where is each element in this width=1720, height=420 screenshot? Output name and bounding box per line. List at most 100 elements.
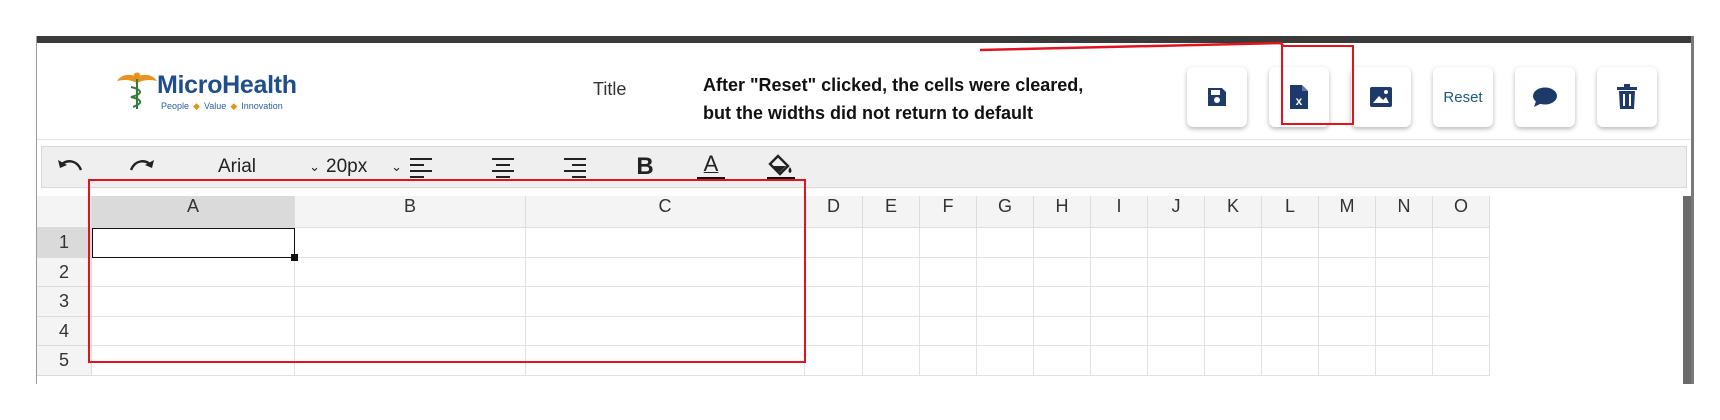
export-excel-button[interactable]: x <box>1269 67 1329 127</box>
cell-c4[interactable] <box>526 316 805 346</box>
cell-o4[interactable] <box>1433 316 1490 346</box>
cell-m1[interactable] <box>1319 228 1376 258</box>
cell-d3[interactable] <box>805 287 863 317</box>
cell-d2[interactable] <box>805 257 863 287</box>
cell-b3[interactable] <box>295 287 526 317</box>
delete-button[interactable] <box>1597 67 1657 127</box>
row-header-1[interactable]: 1 <box>37 228 92 258</box>
sheet-title[interactable]: Title <box>593 79 627 99</box>
cell-d5[interactable] <box>805 346 863 376</box>
redo-button[interactable] <box>122 147 162 187</box>
cell-b5[interactable] <box>295 346 526 376</box>
align-center-button[interactable] <box>488 147 518 187</box>
cell-a1[interactable] <box>92 228 295 258</box>
cell-n3[interactable] <box>1376 287 1433 317</box>
cell-f2[interactable] <box>920 257 977 287</box>
cell-l5[interactable] <box>1262 346 1319 376</box>
cell-j5[interactable] <box>1148 346 1205 376</box>
undo-button[interactable] <box>50 147 90 187</box>
cell-a3[interactable] <box>92 287 295 317</box>
cell-o3[interactable] <box>1433 287 1490 317</box>
cell-i4[interactable] <box>1091 316 1148 346</box>
column-header-d[interactable]: D <box>805 196 863 228</box>
cell-k3[interactable] <box>1205 287 1262 317</box>
cell-f1[interactable] <box>920 228 977 258</box>
cell-h1[interactable] <box>1034 228 1091 258</box>
cell-h3[interactable] <box>1034 287 1091 317</box>
cell-g1[interactable] <box>977 228 1034 258</box>
column-header-g[interactable]: G <box>977 196 1034 228</box>
cell-g3[interactable] <box>977 287 1034 317</box>
cell-e1[interactable] <box>863 228 920 258</box>
cell-m5[interactable] <box>1319 346 1376 376</box>
vertical-scrollbar[interactable] <box>1683 196 1691 384</box>
cell-a4[interactable] <box>92 316 295 346</box>
cell-n1[interactable] <box>1376 228 1433 258</box>
column-header-n[interactable]: N <box>1376 196 1433 228</box>
cell-o5[interactable] <box>1433 346 1490 376</box>
column-header-b[interactable]: B <box>295 196 526 228</box>
cell-k5[interactable] <box>1205 346 1262 376</box>
cell-g4[interactable] <box>977 316 1034 346</box>
row-header-4[interactable]: 4 <box>37 316 92 346</box>
cell-i1[interactable] <box>1091 228 1148 258</box>
cell-f3[interactable] <box>920 287 977 317</box>
cell-k2[interactable] <box>1205 257 1262 287</box>
align-right-button[interactable] <box>560 147 590 187</box>
cell-h2[interactable] <box>1034 257 1091 287</box>
cell-o2[interactable] <box>1433 257 1490 287</box>
column-header-c[interactable]: C <box>526 196 805 228</box>
cell-m3[interactable] <box>1319 287 1376 317</box>
fill-color-button[interactable] <box>764 147 798 187</box>
save-button[interactable] <box>1187 67 1247 127</box>
cell-k4[interactable] <box>1205 316 1262 346</box>
cell-m4[interactable] <box>1319 316 1376 346</box>
select-all-corner[interactable] <box>37 196 92 228</box>
cell-n2[interactable] <box>1376 257 1433 287</box>
cell-e2[interactable] <box>863 257 920 287</box>
cell-g2[interactable] <box>977 257 1034 287</box>
cell-c1[interactable] <box>526 228 805 258</box>
cell-d4[interactable] <box>805 316 863 346</box>
cell-f4[interactable] <box>920 316 977 346</box>
cell-h5[interactable] <box>1034 346 1091 376</box>
cell-b4[interactable] <box>295 316 526 346</box>
cell-m2[interactable] <box>1319 257 1376 287</box>
cell-n5[interactable] <box>1376 346 1433 376</box>
cell-b2[interactable] <box>295 257 526 287</box>
column-header-j[interactable]: J <box>1148 196 1205 228</box>
cell-j2[interactable] <box>1148 257 1205 287</box>
cell-n4[interactable] <box>1376 316 1433 346</box>
cell-b1[interactable] <box>295 228 526 258</box>
column-header-i[interactable]: I <box>1091 196 1148 228</box>
cell-d1[interactable] <box>805 228 863 258</box>
bold-button[interactable]: B <box>630 147 660 187</box>
align-left-button[interactable] <box>406 147 436 187</box>
cell-e3[interactable] <box>863 287 920 317</box>
cell-l2[interactable] <box>1262 257 1319 287</box>
cell-k1[interactable] <box>1205 228 1262 258</box>
cell-e5[interactable] <box>863 346 920 376</box>
font-color-button[interactable]: A <box>694 147 728 187</box>
column-header-f[interactable]: F <box>920 196 977 228</box>
column-header-m[interactable]: M <box>1319 196 1376 228</box>
cell-c5[interactable] <box>526 346 805 376</box>
cell-e4[interactable] <box>863 316 920 346</box>
cell-i5[interactable] <box>1091 346 1148 376</box>
cell-c2[interactable] <box>526 257 805 287</box>
cell-i2[interactable] <box>1091 257 1148 287</box>
row-header-5[interactable]: 5 <box>37 346 92 376</box>
column-header-k[interactable]: K <box>1205 196 1262 228</box>
cell-c3[interactable] <box>526 287 805 317</box>
cell-l4[interactable] <box>1262 316 1319 346</box>
reset-button[interactable]: Reset <box>1433 67 1493 127</box>
column-header-o[interactable]: O <box>1433 196 1490 228</box>
cell-j4[interactable] <box>1148 316 1205 346</box>
column-header-l[interactable]: L <box>1262 196 1319 228</box>
font-size-select[interactable]: 20px ⌄ <box>326 147 402 187</box>
cell-h4[interactable] <box>1034 316 1091 346</box>
font-family-select[interactable]: Arial ⌄ <box>208 147 320 187</box>
export-image-button[interactable] <box>1351 67 1411 127</box>
row-header-2[interactable]: 2 <box>37 257 92 287</box>
cell-a2[interactable] <box>92 257 295 287</box>
